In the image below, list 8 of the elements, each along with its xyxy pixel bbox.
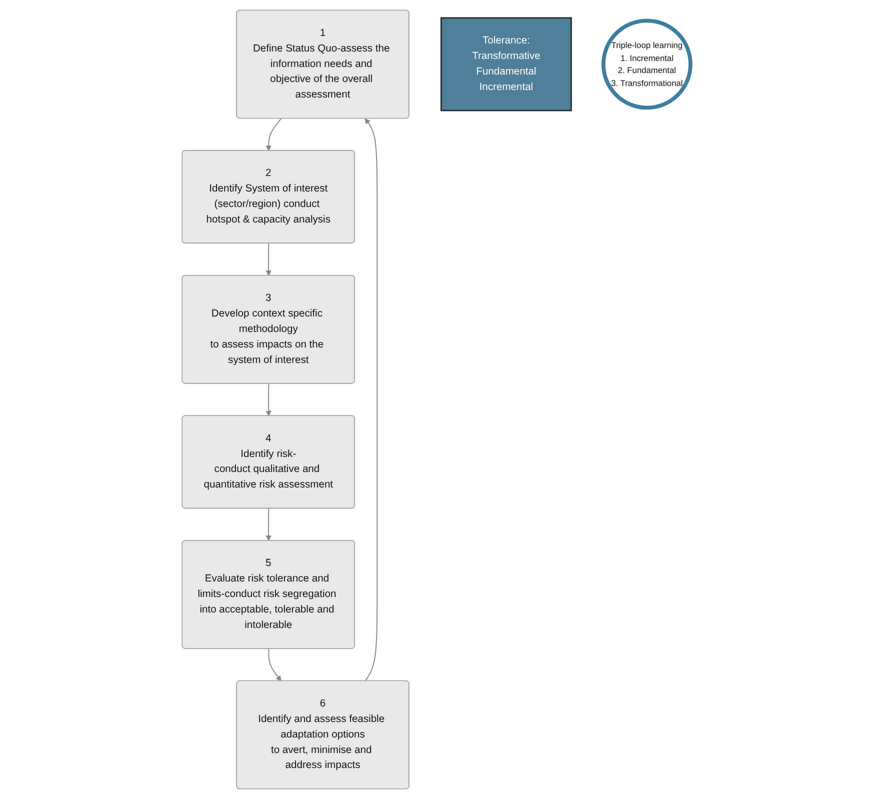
arrow (266, 118, 282, 152)
arrow (266, 508, 272, 542)
arrow (266, 383, 272, 416)
arrow (364, 118, 378, 682)
arrow (268, 648, 282, 682)
arrow (266, 242, 272, 276)
node-box (440, 17, 572, 112)
node-circle (602, 18, 693, 110)
